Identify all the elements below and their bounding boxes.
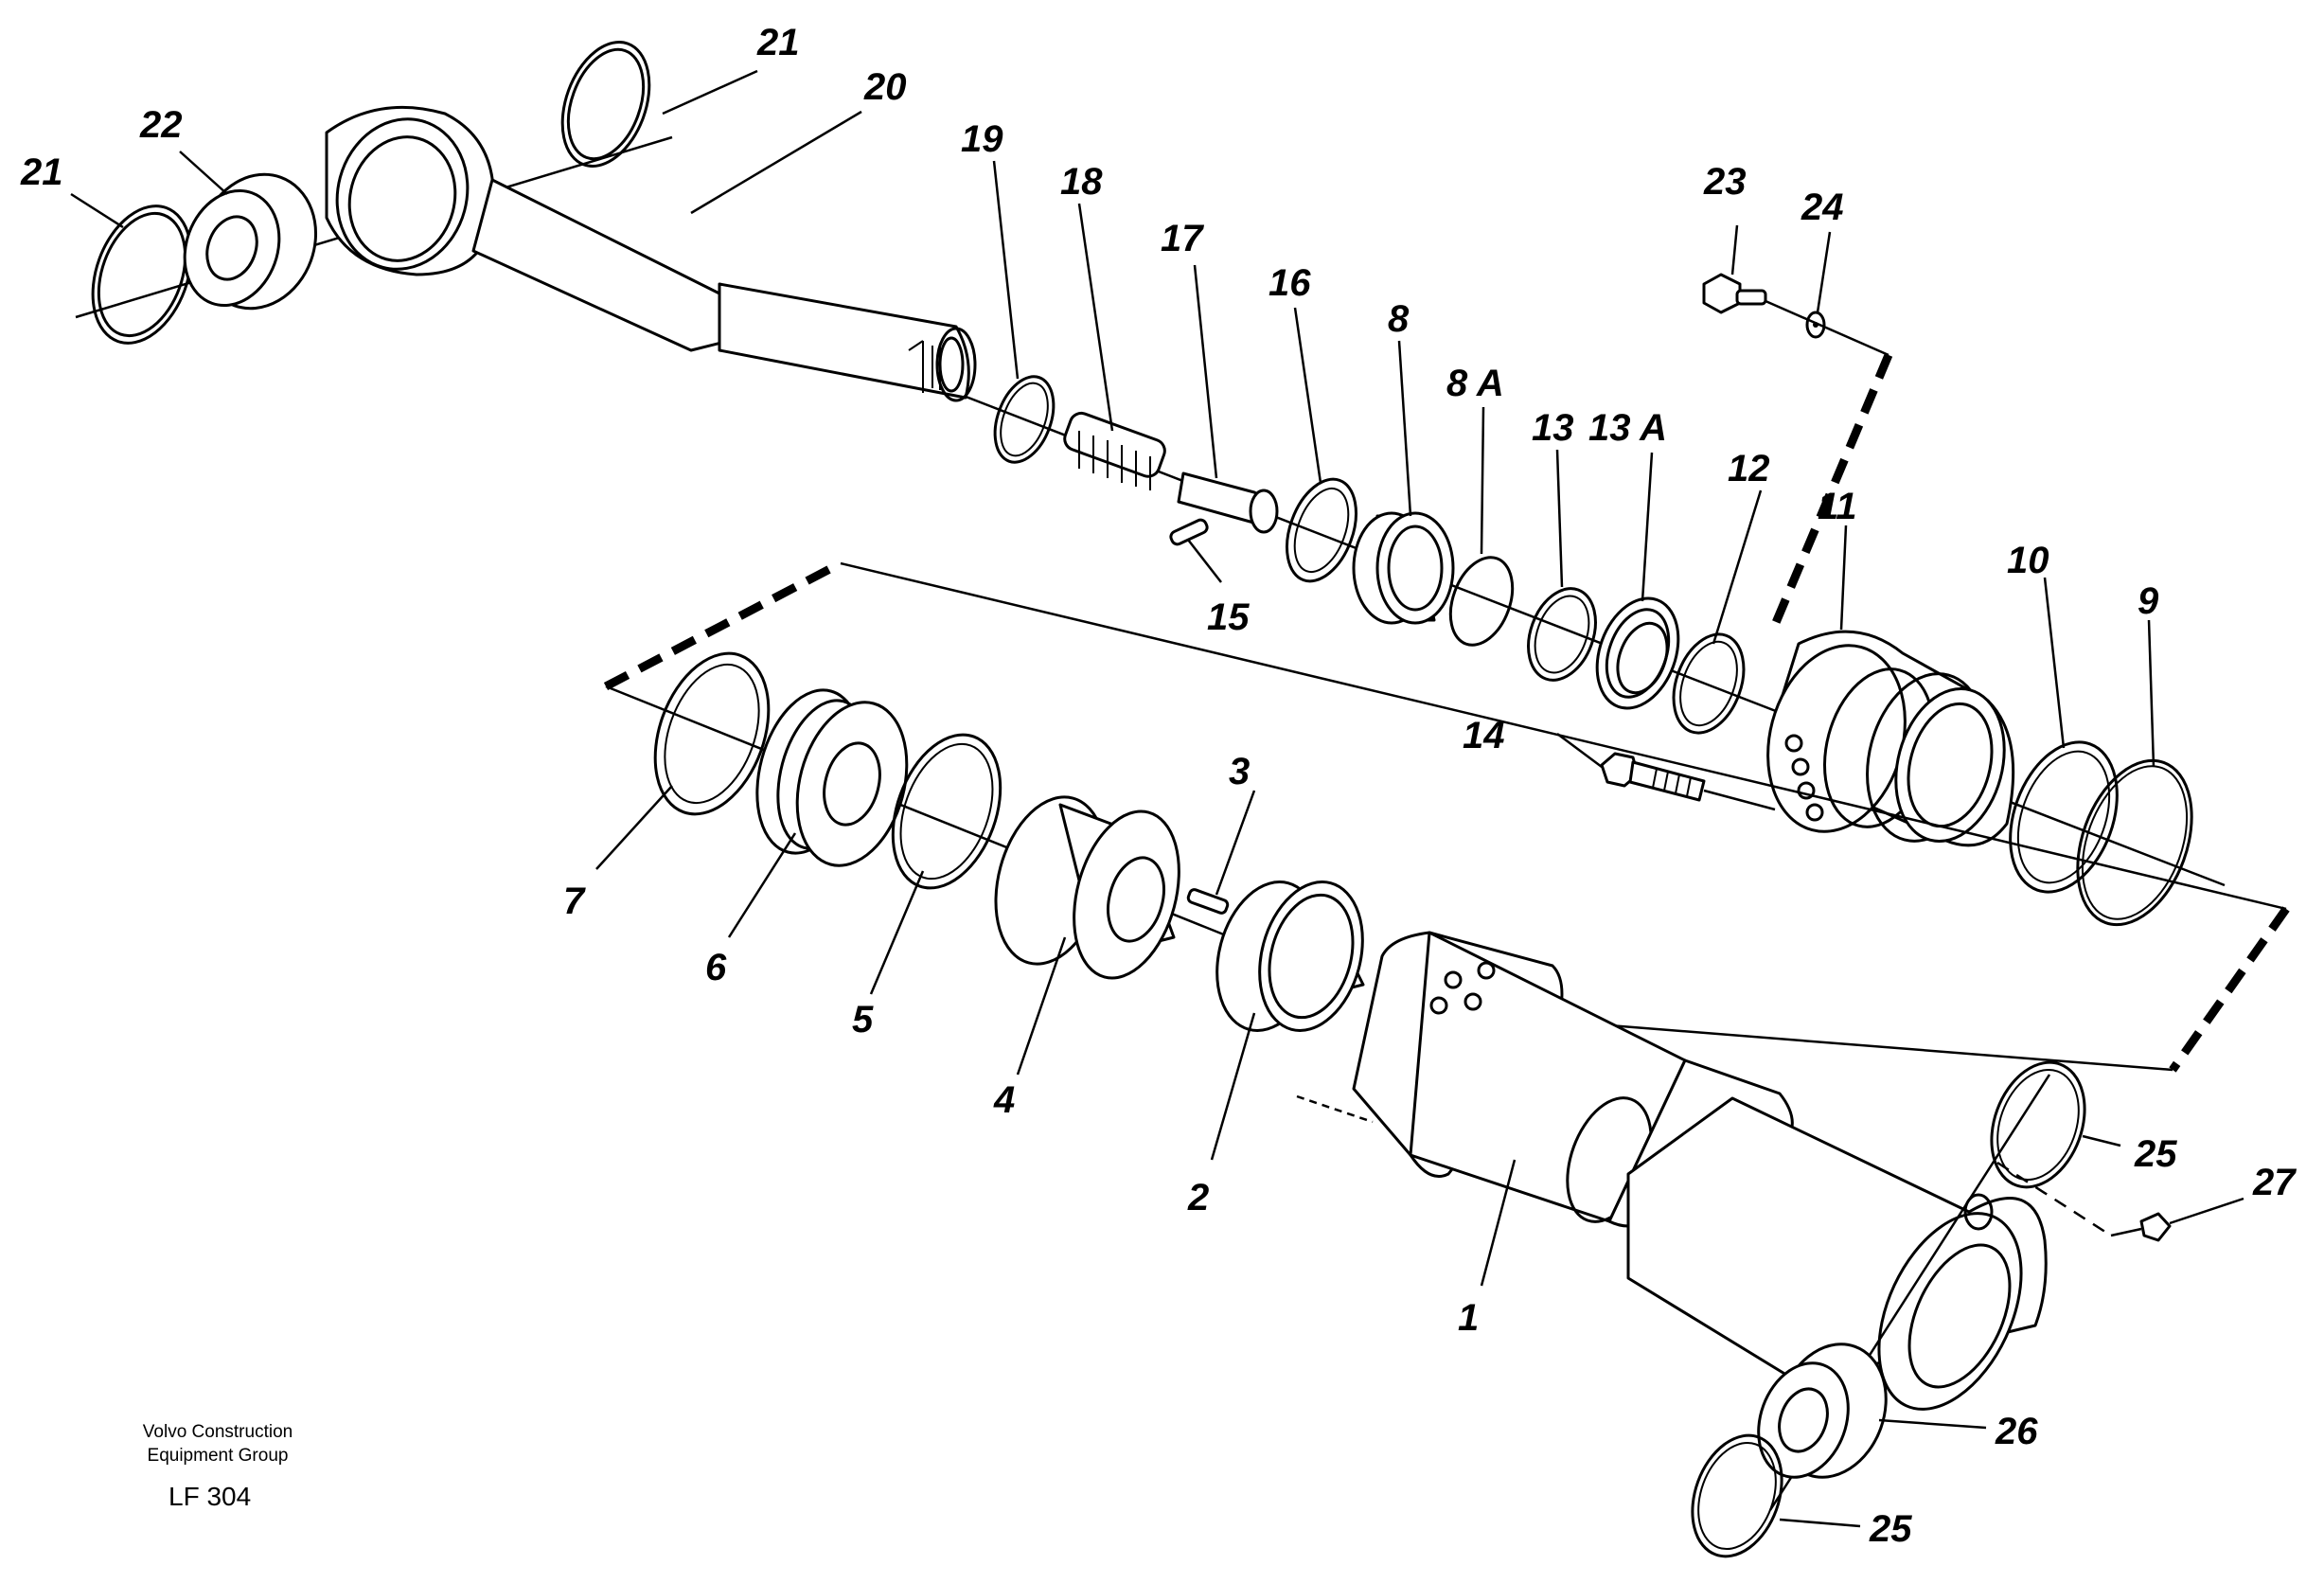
callout-3: 3 [1229, 751, 1250, 792]
callout-4: 4 [993, 1079, 1015, 1121]
callout-27: 27 [2252, 1162, 2297, 1203]
company-line-1: Volvo Construction [142, 1422, 293, 1442]
part-15-pin [1169, 518, 1209, 546]
leader-lines [70, 69, 2244, 1528]
part-11-cylinder-head [1766, 630, 2015, 847]
part-26-spherical-bearing [1757, 1343, 1888, 1479]
callout-25-lower: 25 [1869, 1508, 1912, 1550]
part-2-bushing [1215, 880, 1365, 1032]
piston-dashed-guide-left [603, 560, 843, 690]
part-14-bolt [1600, 752, 1776, 811]
part-25-circlip-lower [1691, 1433, 1783, 1558]
part-19-o-ring [993, 375, 1056, 464]
part-20-piston-rod [325, 105, 977, 402]
head-dashed-guide [1770, 353, 1893, 627]
callout-17: 17 [1161, 218, 1204, 259]
callout-9: 9 [2138, 580, 2159, 622]
part-3-screw [1186, 888, 1230, 915]
part-8a-ring [1448, 556, 1515, 647]
part-12-wiper [1672, 632, 1746, 735]
part-7-ring [653, 651, 771, 816]
part-13a-seal [1595, 596, 1680, 710]
callout-18: 18 [1060, 161, 1103, 203]
part-9-o-ring [2076, 758, 2193, 927]
callout-7: 7 [563, 880, 586, 922]
callout-6: 6 [705, 947, 727, 988]
callout-22: 22 [139, 104, 183, 146]
part-22-spherical-bearing [183, 172, 318, 311]
callout-8: 8 [1388, 298, 1410, 340]
callout-16: 16 [1268, 262, 1311, 304]
part-6-piston-seal [755, 688, 909, 867]
callout-14: 14 [1463, 715, 1505, 756]
callout-25-upper: 25 [2134, 1133, 2177, 1175]
part-5-ring [891, 733, 1002, 890]
callout-21-left: 21 [20, 151, 63, 193]
part-23-screw [1702, 273, 1767, 314]
part-21-circlip-right [560, 41, 651, 168]
callout-10: 10 [2007, 540, 2049, 581]
callout-19: 19 [961, 118, 1003, 160]
callout-23: 23 [1703, 161, 1747, 203]
callout-13: 13 [1532, 407, 1574, 449]
part-21-circlip-left [91, 205, 193, 345]
part-13-seal [1527, 587, 1597, 682]
callout-11: 11 [1818, 486, 1857, 527]
callout-12: 12 [1728, 448, 1770, 489]
company-line-2: Equipment Group [147, 1446, 289, 1466]
part-1-cylinder-tube [1296, 931, 2048, 1411]
company-label: Volvo Construction Equipment Group [104, 1420, 331, 1467]
part-25-circlip-upper [1990, 1060, 2086, 1189]
callout-26: 26 [1995, 1411, 2038, 1452]
piston-dashed-guide-right [2169, 906, 2290, 1073]
drawing-code: LF 304 [169, 1482, 252, 1511]
callout-1: 1 [1458, 1297, 1479, 1339]
part-17-valve [1177, 471, 1279, 534]
callout-21-top: 21 [756, 22, 800, 63]
part-16-guide-ring [1286, 477, 1357, 583]
callout-13a: 13 A [1588, 407, 1667, 449]
callout-20: 20 [863, 66, 907, 108]
part-18-spring [1063, 411, 1166, 490]
part-27-grease-nipple [2139, 1212, 2172, 1242]
callout-2: 2 [1187, 1177, 1209, 1218]
part-8-bushing [1352, 511, 1455, 625]
callout-15: 15 [1207, 596, 1250, 638]
callout-5: 5 [852, 999, 874, 1041]
upper-assembly-axis [955, 391, 2226, 887]
part-4-piston [994, 795, 1180, 980]
callout-24: 24 [1801, 187, 1844, 228]
part-10-back-up-ring [2009, 740, 2119, 894]
callout-8a: 8 A [1446, 363, 1504, 404]
